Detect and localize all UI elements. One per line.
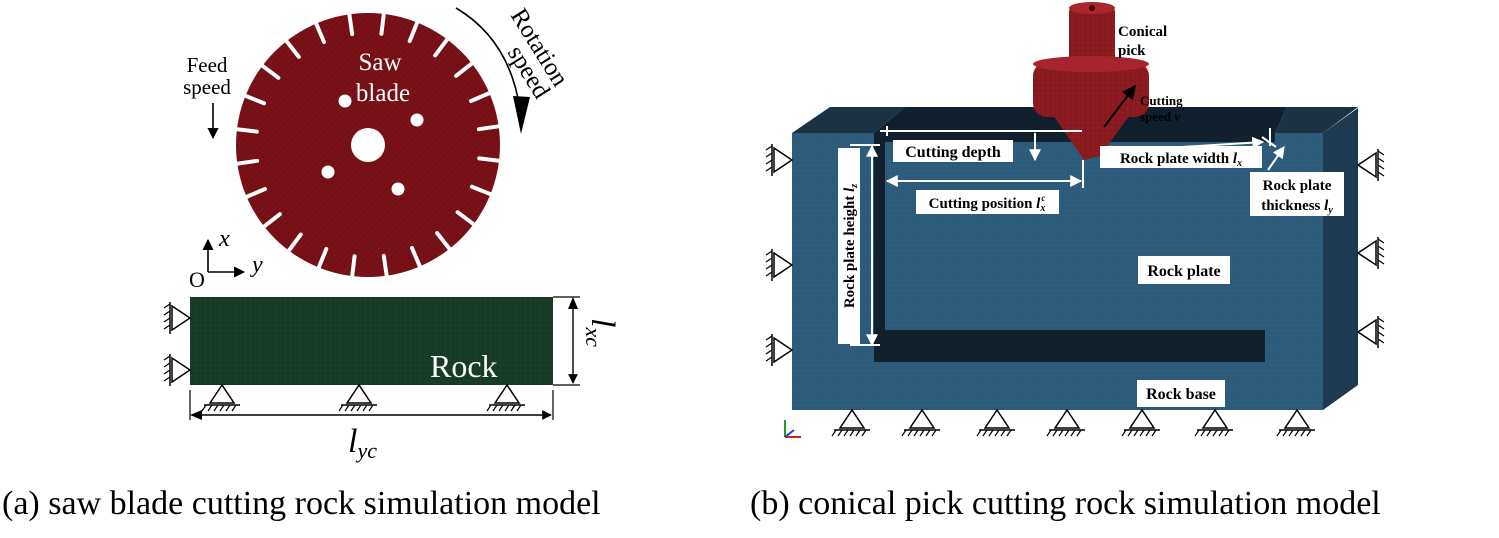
blade-slot [286,232,303,254]
axis-y-label: y [250,252,263,278]
blade-slot [379,10,386,36]
panel-b: Conical pick Cutting speed v Cutting dep… [765,2,1385,438]
saw-blade-label-1: Saw [358,49,401,76]
axis-x-label: x [218,226,230,252]
saw-blade [233,10,503,280]
blade-slot [454,60,475,78]
blade-slot [477,156,503,163]
coordinate-axes: x y O [189,226,263,292]
svg-text:thickness ly: thickness ly [1261,198,1333,216]
dimension-lyc-label: lyc [348,423,377,463]
blade-slot [433,36,450,58]
rock-top-face-left [792,107,905,133]
rock-plate-thickness-label: Rock plate thickness ly [1250,172,1344,216]
blade-slot [407,19,420,44]
blade-slot [316,246,329,271]
rock-plate-label: Rock plate [1138,256,1230,284]
blade-slot [381,253,389,279]
rock-block [190,297,553,385]
blade-slot [234,158,260,166]
rock-base-label: Rock base [1137,380,1225,407]
rock-side-face [1323,108,1358,410]
saw-blade-label-2: blade [356,80,410,107]
svg-text:Rock plate width lx: Rock plate width lx [1120,151,1242,169]
svg-text:Rock plate: Rock plate [1147,263,1220,280]
blade-slot [242,93,267,106]
origin-label: O [189,267,205,292]
cutting-speed-arrow [1103,84,1136,128]
blade-slot [233,127,259,134]
cutting-speed-label-1: Cutting [1140,93,1183,108]
svg-text:Rock plate height lz: Rock plate height lz [842,184,860,308]
conical-pick [1033,2,1149,160]
rock-cut-slot [874,133,1275,362]
svg-text:Cutting depth: Cutting depth [905,144,1001,161]
feed-speed-label-2: speed [183,75,231,99]
rock-top-face-right [1275,107,1358,133]
svg-text:Rock plate: Rock plate [1263,178,1332,194]
conical-pick-label-1: Conical [1118,24,1167,40]
blade-slot [283,38,301,59]
blade-slot [409,246,423,270]
dimension-lines [850,126,1285,347]
svg-text:Cutting position lxc: Cutting position lxc [929,193,1046,214]
cutting-position-label: Cutting position lxc [916,190,1059,214]
blade-slot [347,11,355,37]
cutting-speed-label-2: speed v [1140,109,1180,124]
blade-slot [476,124,502,132]
conical-pick-label-2: pick [1118,43,1146,59]
blade-slot [259,63,281,80]
panel-a: Saw blade Feed speed Rotation speed x y … [163,4,621,463]
svg-text:Rock base: Rock base [1146,386,1216,403]
blade-slot [455,210,477,227]
feed-speed-label-1: Feed [187,53,228,77]
blade-slot [469,90,493,104]
blade-slot [261,212,282,230]
caption-a: (a) saw blade cutting rock simulation mo… [2,485,601,522]
rock-label: Rock [430,348,498,384]
blade-slot [243,186,267,200]
rock-plate-height-label: Rock plate height lz [838,148,860,344]
blade-slot [435,231,453,252]
cutting-depth-label: Cutting depth [893,140,1013,162]
rock-plate-width-label: Rock plate width lx [1100,146,1262,169]
triad-icon [784,420,801,438]
blade-slot [350,254,357,280]
caption-b: (b) conical pick cutting rock simulation… [750,485,1381,522]
rotation-arrow [455,7,521,111]
blade-slot [469,184,494,197]
blade-slot [313,20,327,44]
dimension-lxc-label: lxc [581,318,621,347]
